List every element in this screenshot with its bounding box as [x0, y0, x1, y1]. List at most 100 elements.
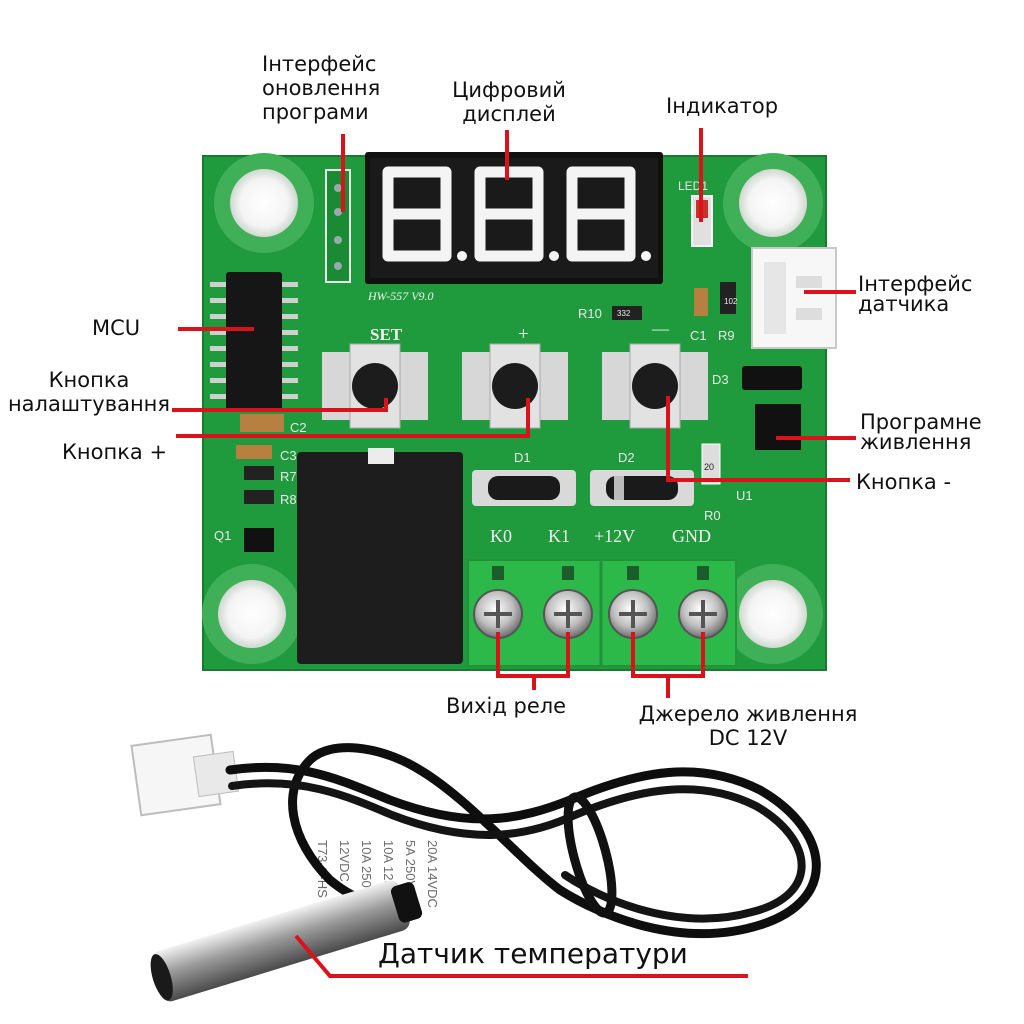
- silk-led: LED1: [678, 179, 708, 193]
- mcu-pin: [282, 378, 298, 383]
- silk-c3: C3: [280, 448, 297, 463]
- display-digit-1: [382, 166, 452, 262]
- silk-r10: R10: [578, 306, 602, 321]
- label-power-line1: Програмне: [860, 410, 982, 434]
- mcu-pin: [210, 362, 226, 367]
- minus-button[interactable]: [602, 343, 708, 429]
- mcu-pin: [210, 298, 226, 303]
- silk-d1: D1: [514, 450, 531, 465]
- sensor-cable: [225, 743, 821, 939]
- silk-12v: +12V: [594, 526, 635, 546]
- silk-k1: K1: [548, 526, 570, 546]
- silk-d3: D3: [712, 372, 729, 387]
- plus-button[interactable]: [462, 343, 568, 429]
- mcu-pin: [282, 282, 298, 287]
- mounting-hole-bl: [202, 564, 302, 664]
- label-plus-button: Кнопка +: [62, 440, 168, 464]
- display-digit-3: [566, 166, 636, 262]
- label-power-source-line1: Джерело живлення: [638, 702, 858, 726]
- mcu-chip: [210, 272, 298, 412]
- programming-header: [325, 169, 351, 283]
- silk-c2: C2: [290, 420, 307, 435]
- label-minus-button: Кнопка -: [856, 470, 952, 494]
- sensor-plug: [130, 733, 240, 817]
- label-set-line2: налаштування: [7, 392, 171, 416]
- mcu-pin: [282, 314, 298, 319]
- relay-marking: 12VDC: [337, 840, 352, 882]
- silk-set: SET: [370, 325, 403, 344]
- digital-display: [365, 152, 663, 284]
- mcu-pin: [282, 298, 298, 303]
- label-program-power: Програмне живлення: [860, 410, 982, 454]
- set-button[interactable]: [322, 343, 428, 429]
- label-power-source-line2: DC 12V: [708, 726, 788, 750]
- silk-k0: K0: [490, 526, 512, 546]
- terminal-screw-3: [608, 566, 658, 639]
- label-display-line2: дисплей: [462, 102, 556, 126]
- label-firmware-line2: оновлення: [262, 76, 381, 100]
- mcu-pin: [210, 282, 226, 287]
- display-dot-1: [457, 251, 467, 261]
- mcu-pin: [282, 346, 298, 351]
- label-temp-sensor: Датчик температури: [378, 937, 688, 970]
- mcu-pin: [210, 346, 226, 351]
- silk-r20: 20: [704, 462, 714, 472]
- silk-c1: C1: [690, 328, 707, 343]
- terminal-screw-1: [473, 566, 523, 639]
- label-sensor-line1: Інтерфейс: [858, 272, 973, 296]
- terminal-block: [467, 559, 737, 667]
- silk-r102: 102: [724, 297, 738, 306]
- silk-r0: R0: [704, 508, 721, 523]
- mounting-hole-tr: [723, 153, 823, 253]
- mcu-pin: [282, 394, 298, 399]
- mcu-pin: [210, 394, 226, 399]
- temperature-sensor: [130, 733, 821, 1002]
- sensor-cable-2: [228, 779, 806, 923]
- label-power-source: Джерело живлення DC 12V: [630, 702, 866, 750]
- label-sensor-line2: датчика: [858, 292, 950, 316]
- mcu-pin: [210, 314, 226, 319]
- label-firmware-interface: Інтерфейс оновлення програми: [262, 52, 380, 124]
- label-set-button: Кнопка налаштування: [6, 368, 172, 416]
- display-dot-3: [641, 251, 651, 261]
- silk-r332: 332: [617, 309, 631, 318]
- mcu-pin: [210, 378, 226, 383]
- silk-u1: U1: [736, 488, 753, 503]
- cable-tie: [563, 792, 617, 918]
- silk-model: HW-557 V9.0: [367, 289, 434, 303]
- silk-r7: R7: [280, 469, 297, 484]
- label-firmware-line3: програми: [262, 100, 369, 124]
- label-mcu: MCU: [92, 316, 141, 340]
- callout-lines: [172, 128, 856, 978]
- mounting-hole-br: [723, 564, 823, 664]
- sensor-connector: [751, 247, 837, 349]
- label-firmware-line1: Інтерфейс: [262, 52, 377, 76]
- label-power-line2: живлення: [860, 430, 972, 454]
- label-set-line1: Кнопка: [48, 368, 130, 392]
- silk-d2: D2: [618, 450, 635, 465]
- sensor-probe: [150, 880, 423, 1002]
- relay-marking: 20A 14VDC: [425, 840, 440, 908]
- silk-q1: Q1: [214, 528, 231, 543]
- label-indicator: Індикатор: [666, 94, 779, 118]
- silk-gnd: GND: [672, 526, 711, 546]
- label-relay-output: Вихід реле: [446, 694, 567, 718]
- label-display-line1: Цифровий: [452, 78, 566, 102]
- display-dot-2: [549, 251, 559, 261]
- mounting-hole-tl: [214, 153, 314, 253]
- silk-r9: R9: [718, 328, 735, 343]
- mcu-pin: [282, 330, 298, 335]
- silk-plus: +: [518, 324, 529, 345]
- label-sensor-interface: Інтерфейс датчика: [858, 272, 972, 316]
- mcu-pin: [210, 330, 226, 335]
- terminal-screw-4: [678, 566, 728, 639]
- silkscreen-text: HW-557 V9.0 SET + — LED1 R10 C1 R9 D3 D1…: [214, 179, 753, 546]
- label-digital-display: Цифровий дисплей: [440, 78, 578, 126]
- smd-components: [236, 282, 802, 552]
- silk-r8: R8: [280, 492, 297, 507]
- mcu-pin: [282, 362, 298, 367]
- silk-minus: —: [651, 319, 670, 338]
